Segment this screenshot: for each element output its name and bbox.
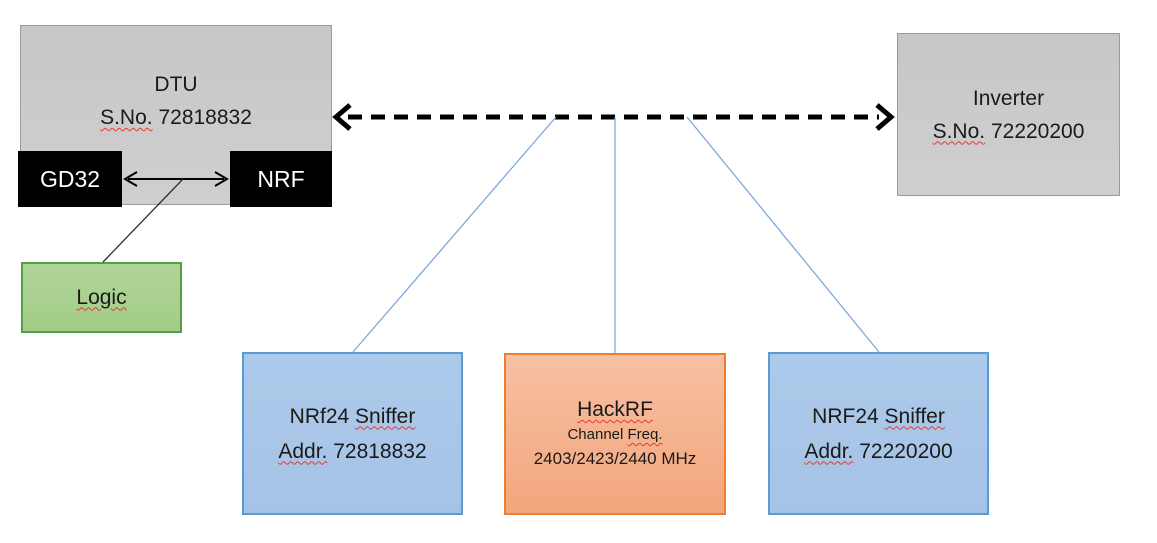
sniffer-right-connector-line — [686, 116, 880, 353]
sniffer-left-title-word: Sniffer — [355, 404, 416, 428]
sniffer-left-addr-value: 72818832 — [327, 439, 427, 463]
hackrf-channel-prefix: Channel — [567, 426, 628, 443]
gd32-label: GD32 — [39, 165, 101, 192]
sniffer-right-title-word: Sniffer — [884, 404, 945, 428]
inverter-serial-number: 72220200 — [985, 119, 1085, 143]
gd32-box: GD32 — [18, 151, 122, 207]
hackrf-box: HackRF Channel Freq. 2403/2423/2440 MHz — [504, 353, 726, 515]
logic-label: Logic — [76, 285, 127, 309]
sniffer-right-address: Addr. 72220200 — [804, 434, 952, 469]
inverter-box: Inverter S.No. 72220200 — [897, 33, 1120, 196]
hackrf-channel-line: Channel Freq. — [567, 424, 662, 446]
inverter-serial: S.No. 72220200 — [933, 115, 1085, 148]
dtu-serial-number: 72818832 — [152, 106, 252, 129]
sniffer-right-title-prefix: NRF24 — [812, 404, 885, 428]
inverter-title: Inverter — [972, 86, 1045, 110]
nrf-box: NRF — [230, 151, 332, 207]
hackrf-title-word: HackRF — [577, 398, 653, 421]
hackrf-channel-word: Freq. — [627, 426, 663, 443]
sniffer-right-addr-label: Addr. — [804, 439, 854, 463]
hackrf-frequencies: 2403/2423/2440 MHz — [533, 449, 697, 468]
nrf-label: NRF — [257, 165, 305, 192]
nrf24-sniffer-right-box: NRF24 Sniffer Addr. 72220200 — [768, 352, 989, 515]
hackrf-title: HackRF — [577, 396, 653, 424]
dtu-title: DTU — [154, 73, 198, 96]
sniffer-left-address: Addr. 72818832 — [278, 434, 426, 469]
sniffer-left-connector-line — [352, 116, 557, 353]
dtu-inverter-dashed-arrow — [332, 103, 895, 131]
inverter-serial-label: S.No. — [932, 119, 986, 143]
logic-box: Logic — [21, 262, 182, 333]
sniffer-left-title-prefix: NRf24 — [289, 404, 356, 428]
sniffer-right-title: NRF24 Sniffer — [812, 399, 945, 434]
dtu-serial: S.No. 72818832 — [100, 101, 252, 134]
dtu-serial-label: S.No. — [100, 106, 153, 129]
sniffer-right-addr-value: 72220200 — [853, 439, 953, 463]
sniffer-left-addr-label: Addr. — [278, 439, 328, 463]
sniffer-left-title: NRf24 Sniffer — [290, 399, 416, 434]
nrf24-sniffer-left-box: NRf24 Sniffer Addr. 72818832 — [242, 352, 463, 515]
